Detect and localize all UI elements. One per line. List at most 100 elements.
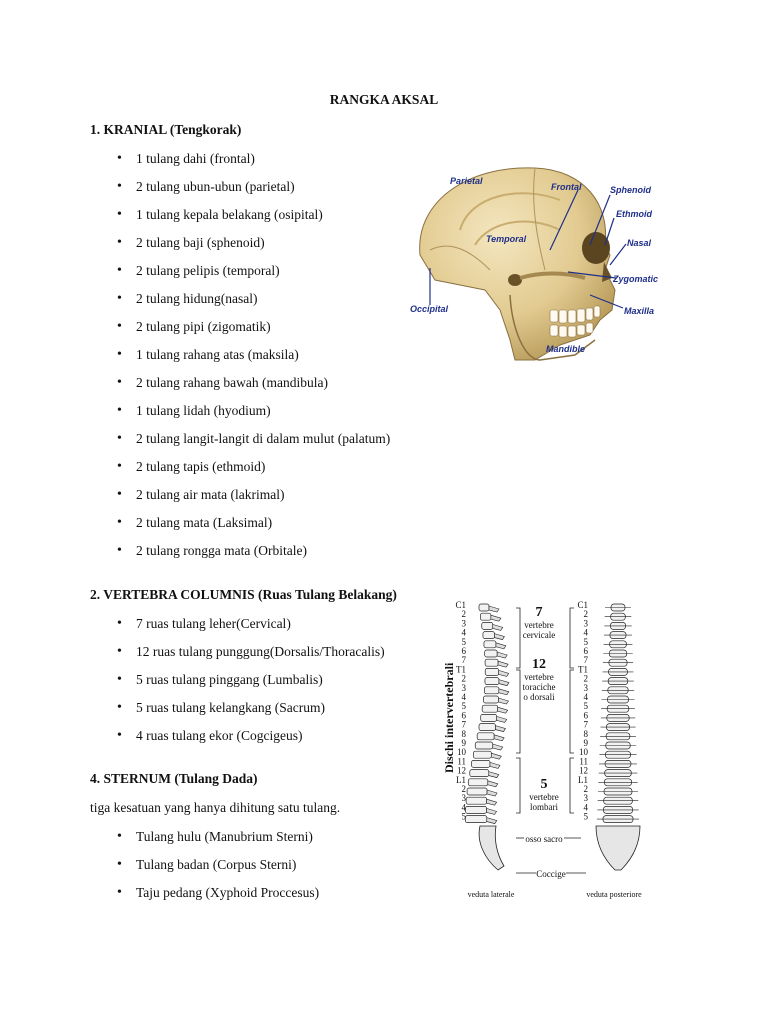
spinous-process [495,725,506,732]
section4-item: Tulang hulu (Manubrium Sterni) [117,828,319,856]
vertebra-number: 9 [584,738,589,748]
vertebra-number: 3 [584,683,589,693]
lateral-vertebra [465,796,487,805]
posterior-vertebrae [595,603,641,871]
vertebra-number: 5 [584,701,589,711]
vertebra-number: 7 [584,655,589,665]
lateral-vertebra [484,658,499,667]
vertebra-number: 12 [579,766,588,776]
posterior-caption: veduta posteriore [586,890,642,899]
spinous-process [497,660,509,668]
lateral-vertebra [476,732,495,741]
section1-item: 2 tulang ubun-ubun (parietal) [117,178,390,206]
cervical-label-2: cervicale [523,630,555,640]
vertebra-number: 10 [579,747,589,757]
lateral-vertebra [482,631,495,639]
vertebra-number: 10 [457,747,467,757]
section1-item: 1 tulang lidah (hyodium) [117,402,390,430]
label-zygomatic: Zygomatic [612,274,658,284]
lateral-vertebra [478,603,490,612]
section1-item: 2 tulang rongga mata (Orbitale) [117,542,390,570]
vertebra-number: 9 [462,738,467,748]
section1-item: 1 tulang dahi (frontal) [117,150,390,178]
section1-item: 1 tulang kepala belakang (osipital) [117,206,390,234]
vertebra-number: 6 [584,710,589,720]
label-side-title: Dischi intervertebrali [442,662,456,773]
section2-item: 5 ruas tulang pinggang (Lumbalis) [117,671,385,699]
vertebra-number: 8 [584,729,589,739]
section4-item: Taju pedang (Xyphoid Proccesus) [117,884,319,912]
spinous-process [498,669,510,677]
vertebra-number: 2 [462,784,467,794]
section2-item: 7 ruas tulang leher(Cervical) [117,615,385,643]
sternum-intro: tiga kesatuan yang hanya dihitung satu t… [90,800,341,815]
vertebra-number: L1 [456,775,466,785]
vertebra-number: 11 [579,756,588,766]
lateral-vertebra [465,806,487,814]
label-maxilla: Maxilla [624,306,654,316]
label-sphenoid: Sphenoid [610,185,651,195]
section1-item: 2 tulang rahang bawah (mandibula) [117,374,390,402]
spinous-process [498,697,509,705]
vertebra-number: 4 [462,802,467,812]
label-temporal: Temporal [486,234,527,244]
section2-item: 12 ruas tulang punggung(Dorsalis/Thoraca… [117,643,385,671]
lateral-vertebra [469,769,490,777]
lateral-vertebra [472,750,492,759]
label-frontal: Frontal [551,182,582,192]
spinous-process [486,789,498,797]
lateral-vertebra [484,686,500,695]
thoracic-label-3: o dorsali [523,692,555,702]
thoracic-label-1: vertebre [524,672,553,682]
spinous-process [493,734,505,742]
vertebra-number: T1 [456,664,466,674]
vertebra-number: L1 [578,775,588,785]
section1-item: 2 tulang hidung(nasal) [117,290,390,318]
spinous-process [494,633,505,640]
kranial-list: 1 tulang dahi (frontal)2 tulang ubun-ubu… [117,150,390,570]
vertebra-number: C1 [577,600,588,610]
lateral-vertebra [471,760,491,768]
lateral-vertebra [481,622,494,630]
label-occipital: Occipital [410,304,449,314]
lateral-sacrum [478,825,505,871]
lateral-vertebra [467,778,489,787]
vertebra-number: 5 [584,637,589,647]
vertebra-number: 4 [584,802,589,812]
vertebra-number: 7 [462,720,467,730]
spinous-process [490,614,502,622]
spine-illustration: Dischi intervertebrali C1234567T12345678… [442,600,642,899]
spinous-process [497,706,509,714]
spinous-process [488,605,500,613]
coccyx-label: Coccige [536,869,566,879]
vertebra-number: 3 [462,793,467,803]
label-parietal: Parietal [450,176,483,186]
section-4-heading: 4. STERNUM (Tulang Dada) [90,771,258,786]
vertebra-number: 3 [462,683,467,693]
spinous-process [489,761,501,769]
sacrum-label: osso sacro [525,834,563,844]
vertebra-number: 5 [584,812,589,822]
vertebra-number: 6 [462,646,467,656]
lateral-vertebra [474,741,494,750]
spinous-process [498,679,510,686]
vertebra-number: 12 [457,766,466,776]
lumbar-label-2: lombari [530,802,558,812]
vertebra-number: 2 [584,674,589,684]
vertebra-number: 2 [462,609,467,619]
label-nasal: Nasal [627,238,652,248]
lumbar-label-1: vertebre [529,792,558,802]
lateral-vertebra [480,612,492,621]
vertebra-number: 5 [462,701,467,711]
spinous-process [487,780,499,788]
spinous-process [488,771,500,778]
vertebra-number: 6 [462,710,467,720]
spinous-process [496,715,508,723]
section1-item: 2 tulang baji (sphenoid) [117,234,390,262]
skull-illustration: Parietal Frontal Sphenoid Ethmoid Tempor… [410,167,658,361]
vertebra-number: 8 [462,729,467,739]
section4-item: Tulang badan (Corpus Sterni) [117,856,319,884]
spinous-process [486,798,498,806]
page-title: RANGKA AKSAL [329,92,439,107]
thoracic-label-2: toraciche [523,682,556,692]
